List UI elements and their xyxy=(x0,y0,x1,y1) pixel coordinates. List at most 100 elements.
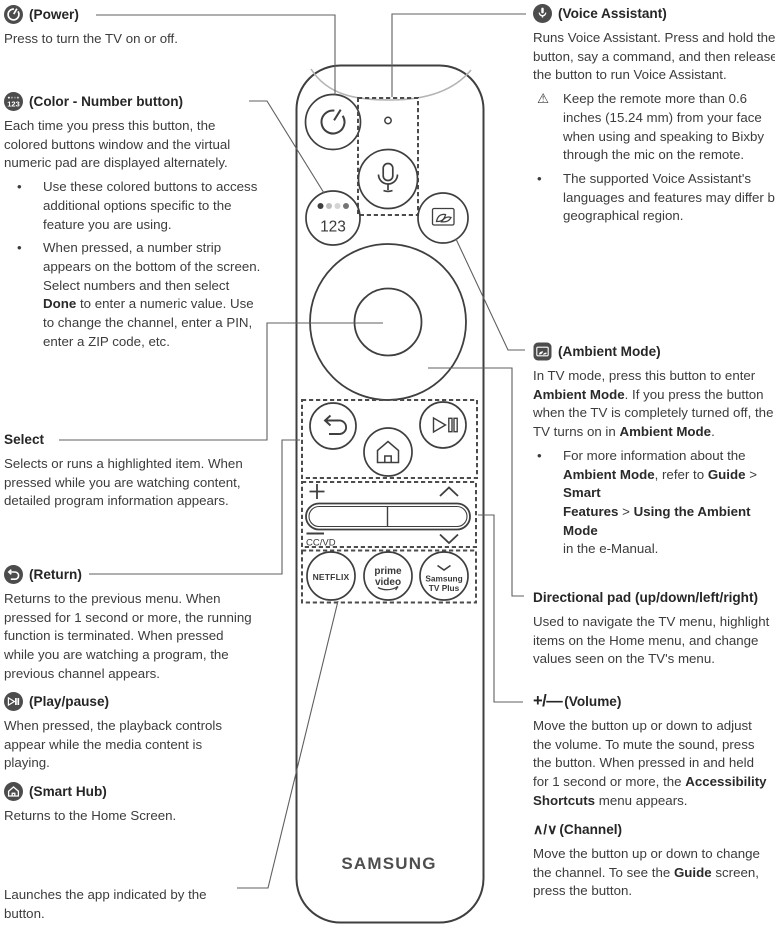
play-pause-icon xyxy=(4,692,23,711)
callout-select xyxy=(59,322,383,441)
remote-volume-channel-rocker xyxy=(305,502,471,531)
remote-power-button xyxy=(304,93,362,151)
bullet-marker: • xyxy=(17,179,22,195)
remote-voice-button xyxy=(357,148,419,210)
chevron-up-icon xyxy=(439,486,459,497)
number-123-icon: 123 xyxy=(4,92,23,111)
remote-netflix-button: NETFLIX xyxy=(306,551,356,601)
return-icon xyxy=(4,565,23,584)
bullet-marker: • xyxy=(17,240,22,256)
svg-text:video: video xyxy=(375,577,401,588)
ambient-mode-section: (Ambient Mode) In TV mode, press this bu… xyxy=(533,342,775,559)
svg-text:123: 123 xyxy=(7,100,20,109)
voice-assistant-body: Runs Voice Assistant. Press and hold the… xyxy=(533,30,775,83)
netflix-label: NETFLIX xyxy=(313,572,350,582)
channel-section: ∧/∨ (Channel) Move the button up or down… xyxy=(533,820,775,901)
callout-return xyxy=(89,439,300,575)
channel-heading: (Channel) xyxy=(559,822,623,837)
ccvd-label: CC/VD xyxy=(306,538,336,549)
microphone-icon xyxy=(377,162,399,193)
samsung-logo: SAMSUNG xyxy=(341,854,436,873)
callout-voice xyxy=(391,13,526,97)
select-heading: Select xyxy=(4,432,45,447)
bullet-marker: • xyxy=(537,447,542,463)
chevron-symbols: ∧/∨ xyxy=(533,821,558,837)
prime-smile-icon xyxy=(377,585,399,591)
microphone-icon xyxy=(533,4,552,23)
nav-zone-dashed-box xyxy=(301,399,478,479)
ambient-mode-heading: (Ambient Mode) xyxy=(558,344,661,359)
ambient-mode-icon xyxy=(533,342,552,361)
color-dots-icon xyxy=(317,203,349,209)
callout-lines xyxy=(59,13,526,889)
callout-power xyxy=(96,14,336,95)
play-pause-section: (Play/pause) When pressed, the playback … xyxy=(4,692,292,773)
voice-assistant-section: (Voice Assistant) Runs Voice Assistant. … xyxy=(533,4,775,226)
remote-select-button xyxy=(353,287,423,357)
plus-icon xyxy=(309,484,325,499)
power-body: Press to turn the TV on or off. xyxy=(4,31,178,46)
ambient-mode-icon xyxy=(431,207,455,226)
remote-home-button xyxy=(363,427,413,477)
smart-hub-heading: (Smart Hub) xyxy=(29,784,107,799)
remote-number-button: 123 xyxy=(305,190,361,246)
warning-icon: ⚠ xyxy=(537,91,549,107)
rocker-zone-dashed-box xyxy=(301,481,477,548)
callout-volume xyxy=(478,514,523,703)
return-icon xyxy=(323,414,347,435)
power-heading: (Power) xyxy=(29,7,79,22)
smart-hub-section: (Smart Hub) Returns to the Home Screen. xyxy=(4,782,292,826)
home-icon xyxy=(376,440,400,464)
mic-zone-dashed-box xyxy=(357,97,419,216)
play-pause-heading: (Play/pause) xyxy=(29,694,110,709)
callout-dpad xyxy=(428,367,524,597)
remote-samsungtvplus-button: Samsung TV Plus xyxy=(419,551,469,601)
callout-app-launch xyxy=(237,600,339,889)
power-icon xyxy=(320,109,346,135)
color-number-heading: (Color - Number button) xyxy=(29,94,184,109)
plus-minus-symbols: +/— xyxy=(533,692,563,710)
apps-zone-dashed-box xyxy=(301,549,477,604)
select-body: Selects or runs a highlighted item. When… xyxy=(4,456,243,509)
svg-text:Samsung: Samsung xyxy=(425,574,462,584)
power-section: (Power) Press to turn the TV on or off. xyxy=(4,5,292,49)
tvplus-chevron-icon xyxy=(437,564,451,571)
volume-heading: (Volume) xyxy=(564,694,622,709)
remote-return-button xyxy=(309,402,357,450)
power-icon xyxy=(4,5,23,24)
callout-ambient xyxy=(455,238,525,351)
chevron-down-icon xyxy=(439,533,459,545)
remote-directional-pad xyxy=(309,243,467,401)
smart-hub-body: Returns to the Home Screen. xyxy=(4,808,177,823)
directional-pad-section: Directional pad (up/down/left/right) Use… xyxy=(533,588,775,669)
number-button-label: 123 xyxy=(320,219,346,236)
remote-playpause-button xyxy=(419,401,467,449)
svg-text:TV Plus: TV Plus xyxy=(429,583,460,593)
home-icon xyxy=(4,782,23,801)
svg-text:prime: prime xyxy=(374,566,402,577)
callout-color-number xyxy=(249,100,325,194)
remote-top-trim xyxy=(310,68,472,101)
select-section: Select Selects or runs a highlighted ite… xyxy=(4,430,292,511)
bullet-marker: • xyxy=(537,170,542,186)
mic-hole xyxy=(384,116,392,125)
remote-primevideo-button: prime video xyxy=(363,551,413,601)
remote-ambient-button xyxy=(417,192,469,244)
volume-section: +/— (Volume) Move the button up or down … xyxy=(533,692,775,811)
return-section: (Return) Returns to the previous menu. W… xyxy=(4,565,292,684)
